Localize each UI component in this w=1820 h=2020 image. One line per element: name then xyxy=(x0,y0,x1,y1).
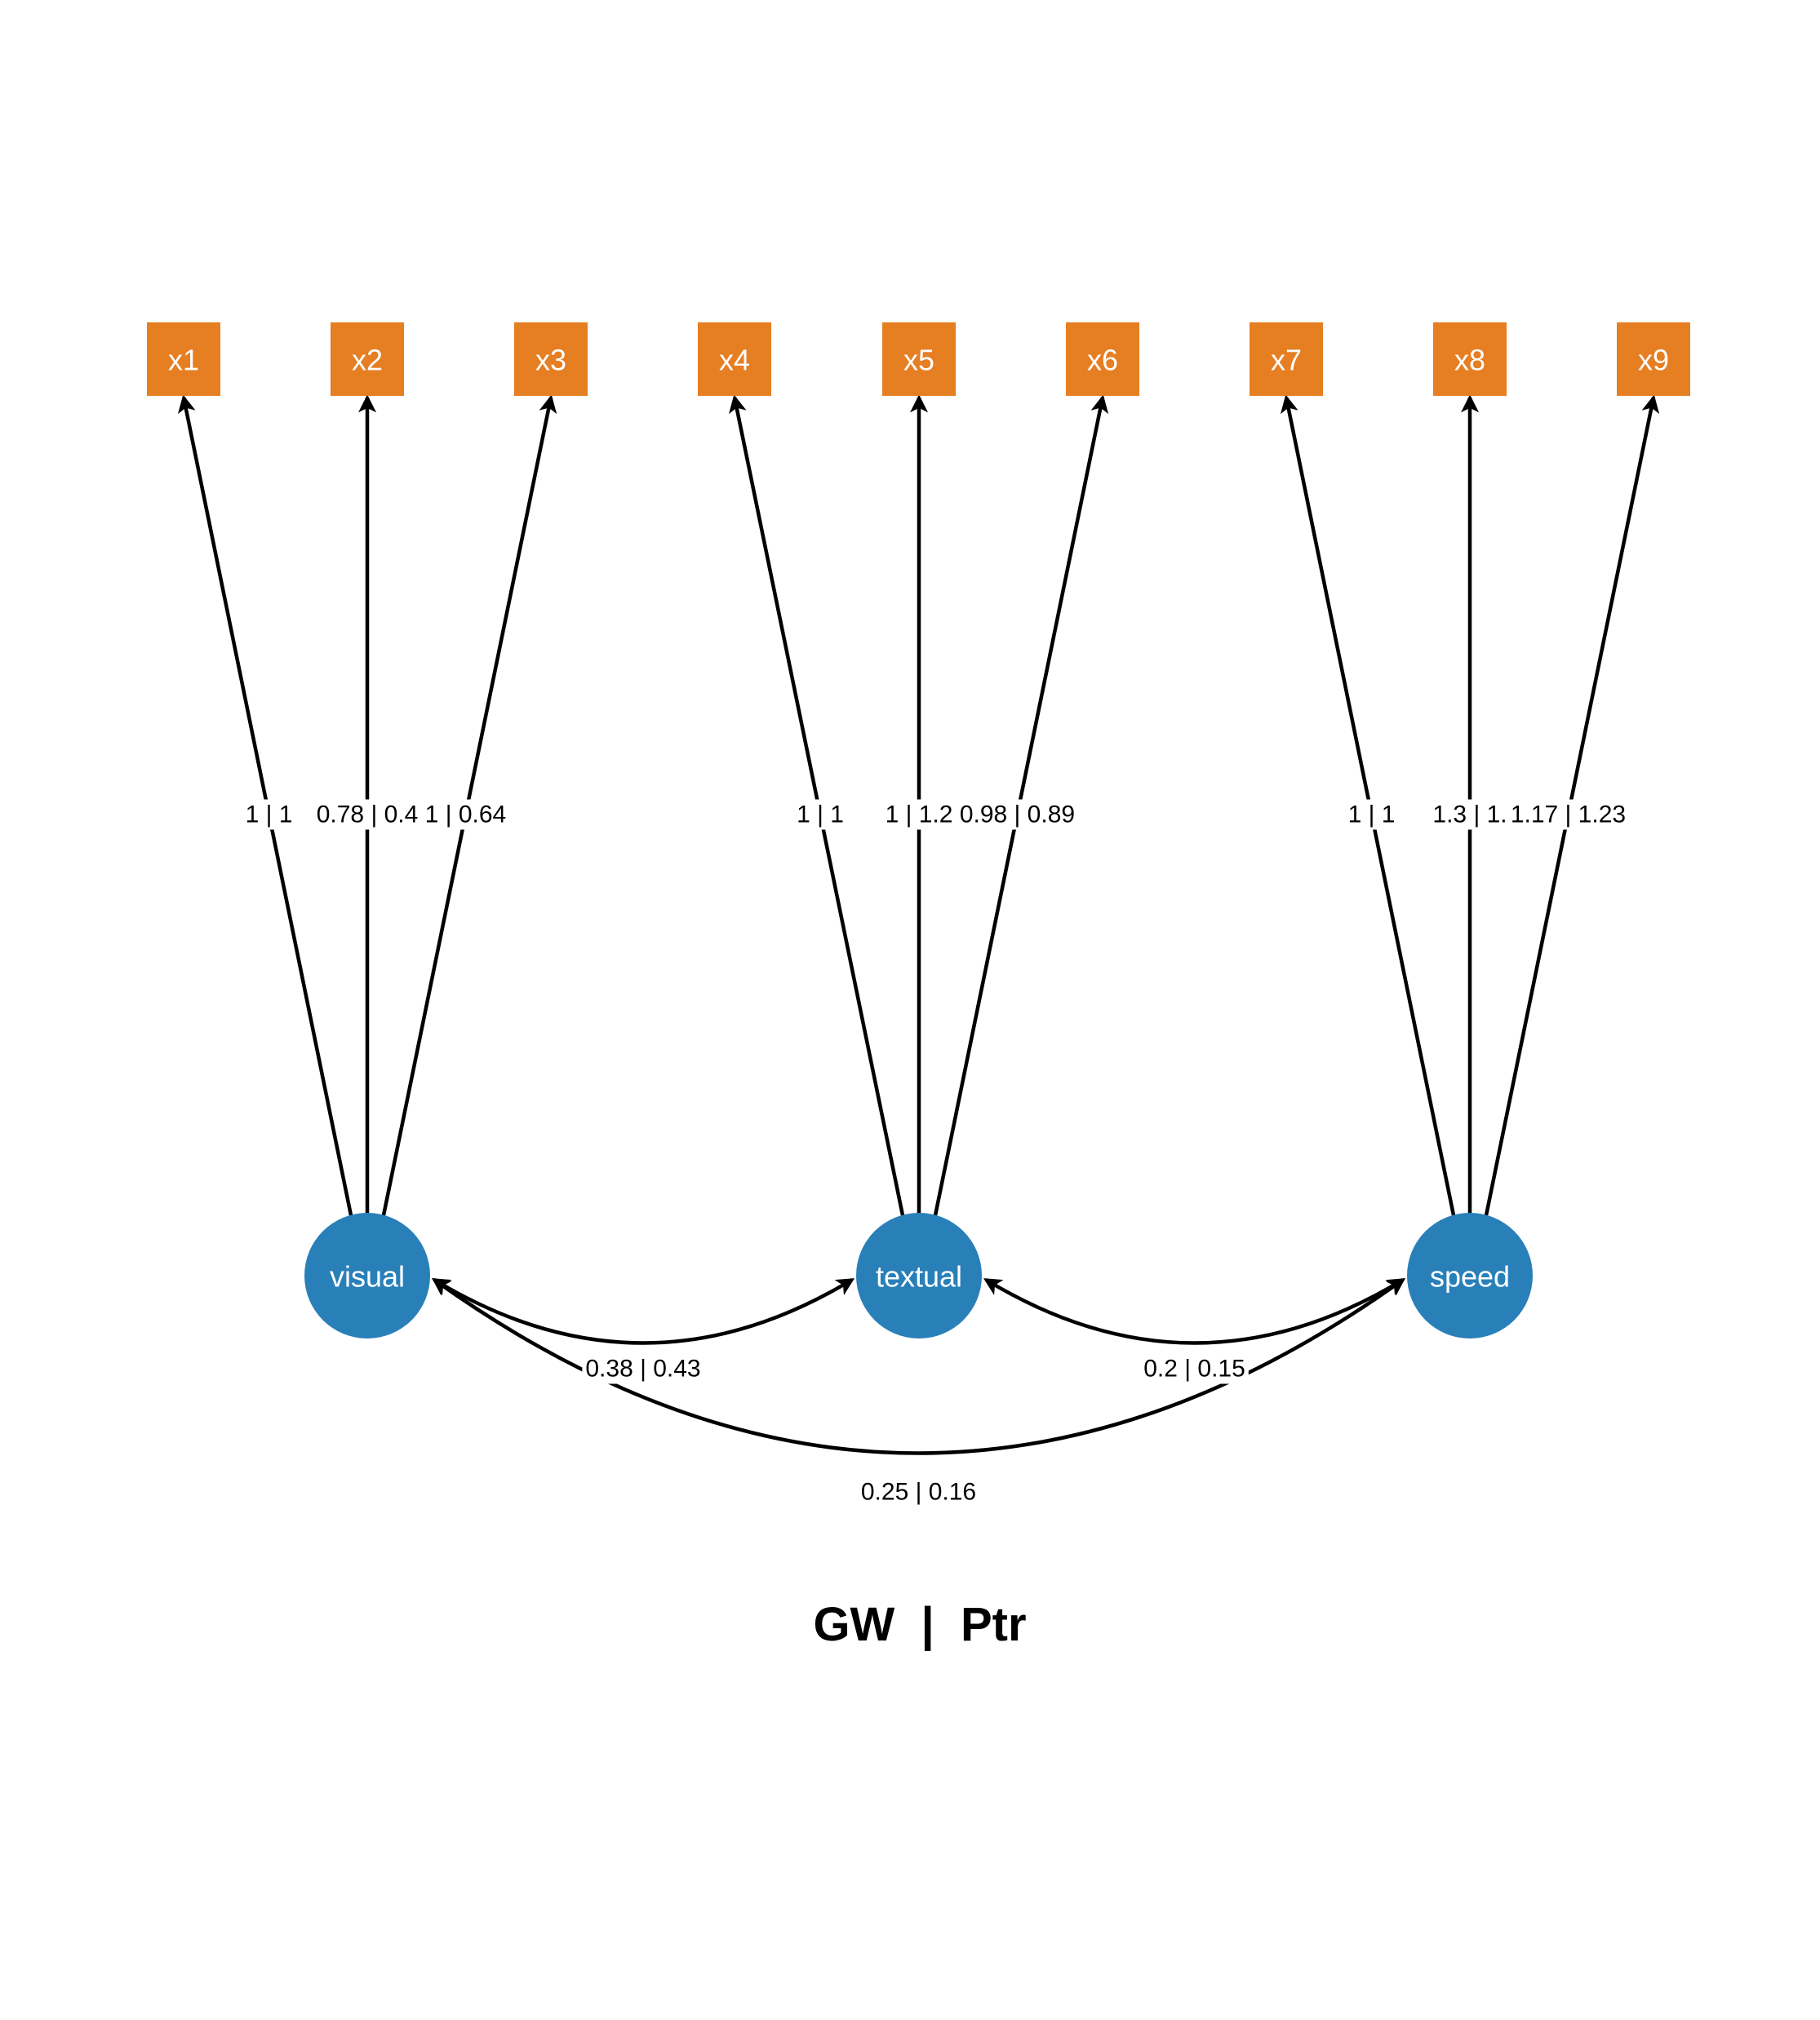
loading-label-x1-text: 1 | 1 xyxy=(246,801,293,828)
covariance-textual-speed xyxy=(983,1278,1406,1345)
observed-box-x8 xyxy=(1433,322,1507,396)
loading-label-x2-text: 0.78 | 0.4 xyxy=(317,801,419,828)
observed-node-x8: x8 xyxy=(1433,322,1507,396)
latent-label-visual: visual xyxy=(330,1260,405,1294)
observed-node-x7: x7 xyxy=(1250,322,1323,396)
covariance-label-visual-textual-text: 0.38 | 0.43 xyxy=(585,1356,700,1383)
covariance-visual-speed xyxy=(432,1277,1405,1455)
covariance-label-visual-textual-bg xyxy=(582,1353,704,1384)
loading-label-x1: 1 | 1 xyxy=(242,799,296,830)
observed-label-x3: x3 xyxy=(535,344,566,377)
observed-box-x9 xyxy=(1617,322,1690,396)
loading-label-x7-bg xyxy=(1344,799,1399,830)
covariance-label-visual-textual: 0.38 | 0.43 xyxy=(582,1353,704,1384)
loading-label-x6-text: 0.98 | 0.89 xyxy=(960,801,1075,828)
diagram-caption: GW | Ptr xyxy=(813,1598,1026,1651)
loading-label-x7-text: 1 | 1 xyxy=(1348,801,1396,828)
observed-node-x2: x2 xyxy=(331,322,404,396)
observed-label-x4: x4 xyxy=(719,344,750,377)
observed-label-x1: x1 xyxy=(168,344,199,377)
covariance-label-visual-speed: 0.25 | 0.16 xyxy=(857,1476,980,1507)
covariance-label-textual-speed-text: 0.2 | 0.15 xyxy=(1143,1356,1245,1383)
loading-label-x2: 0.78 | 0.4 xyxy=(313,799,422,830)
covariance-visual-textual xyxy=(431,1278,855,1345)
observed-box-x7 xyxy=(1250,322,1323,396)
loading-label-x9-bg xyxy=(1507,799,1630,830)
observed-node-x9: x9 xyxy=(1617,322,1690,396)
loading-label-x9: 1.17 | 1.23 xyxy=(1507,799,1630,830)
latent-node-textual: textual xyxy=(856,1213,982,1339)
nodes-layer: x1 x2 x3 x4 x5 x6 x7 x8 x9 visual textual speed xyxy=(147,322,1690,1339)
latent-node-visual: visual xyxy=(304,1213,430,1339)
loading-label-x3: 1 | 0.64 xyxy=(421,799,510,830)
observed-box-x6 xyxy=(1066,322,1139,396)
observed-node-x6: x6 xyxy=(1066,322,1139,396)
observed-node-x5: x5 xyxy=(882,322,956,396)
observed-box-x1 xyxy=(147,322,220,396)
latent-circle-textual xyxy=(856,1213,982,1339)
loading-label-x9-text: 1.17 | 1.23 xyxy=(1511,801,1626,828)
loading-label-x3-text: 1 | 0.64 xyxy=(425,801,507,828)
latent-node-speed: speed xyxy=(1407,1213,1533,1339)
loading-label-x4: 1 | 1 xyxy=(793,799,847,830)
loading-label-x3-bg xyxy=(421,799,510,830)
covariance-label-visual-speed-bg xyxy=(857,1476,980,1507)
observed-node-x3: x3 xyxy=(514,322,588,396)
latent-circle-speed xyxy=(1407,1213,1533,1339)
observed-label-x6: x6 xyxy=(1087,344,1118,377)
loading-label-x5-text: 1 | 1.2 xyxy=(886,801,953,828)
loading-label-x5-bg xyxy=(881,799,957,830)
loading-label-x5: 1 | 1.2 xyxy=(881,799,957,830)
latent-circle-visual xyxy=(304,1213,430,1339)
covariance-label-textual-speed-bg xyxy=(1140,1353,1249,1384)
loading-label-x2-bg xyxy=(313,799,422,830)
observed-label-x5: x5 xyxy=(903,344,934,377)
observed-node-x1: x1 xyxy=(147,322,220,396)
loading-label-x6-bg xyxy=(956,799,1079,830)
observed-label-x8: x8 xyxy=(1454,344,1485,377)
observed-node-x4: x4 xyxy=(698,322,771,396)
loading-label-x7: 1 | 1 xyxy=(1344,799,1399,830)
observed-box-x3 xyxy=(514,322,588,396)
observed-box-x5 xyxy=(882,322,956,396)
observed-label-x7: x7 xyxy=(1271,344,1302,377)
latent-label-speed: speed xyxy=(1430,1260,1510,1294)
loading-label-x4-bg xyxy=(793,799,847,830)
loading-label-x6: 0.98 | 0.89 xyxy=(956,799,1079,830)
loading-label-x8: 1.3 | 1. xyxy=(1429,799,1511,830)
latent-label-textual: textual xyxy=(876,1260,962,1294)
observed-box-x4 xyxy=(698,322,771,396)
loading-label-x1-bg xyxy=(242,799,296,830)
observed-box-x2 xyxy=(331,322,404,396)
observed-label-x9: x9 xyxy=(1638,344,1669,377)
loading-label-x8-text: 1.3 | 1. xyxy=(1432,801,1507,828)
observed-label-x2: x2 xyxy=(352,344,383,377)
loading-label-x8-bg xyxy=(1429,799,1511,830)
covariance-label-visual-speed-text: 0.25 | 0.16 xyxy=(861,1479,976,1506)
covariance-label-textual-speed: 0.2 | 0.15 xyxy=(1140,1353,1249,1384)
loading-label-x4-text: 1 | 1 xyxy=(797,801,844,828)
